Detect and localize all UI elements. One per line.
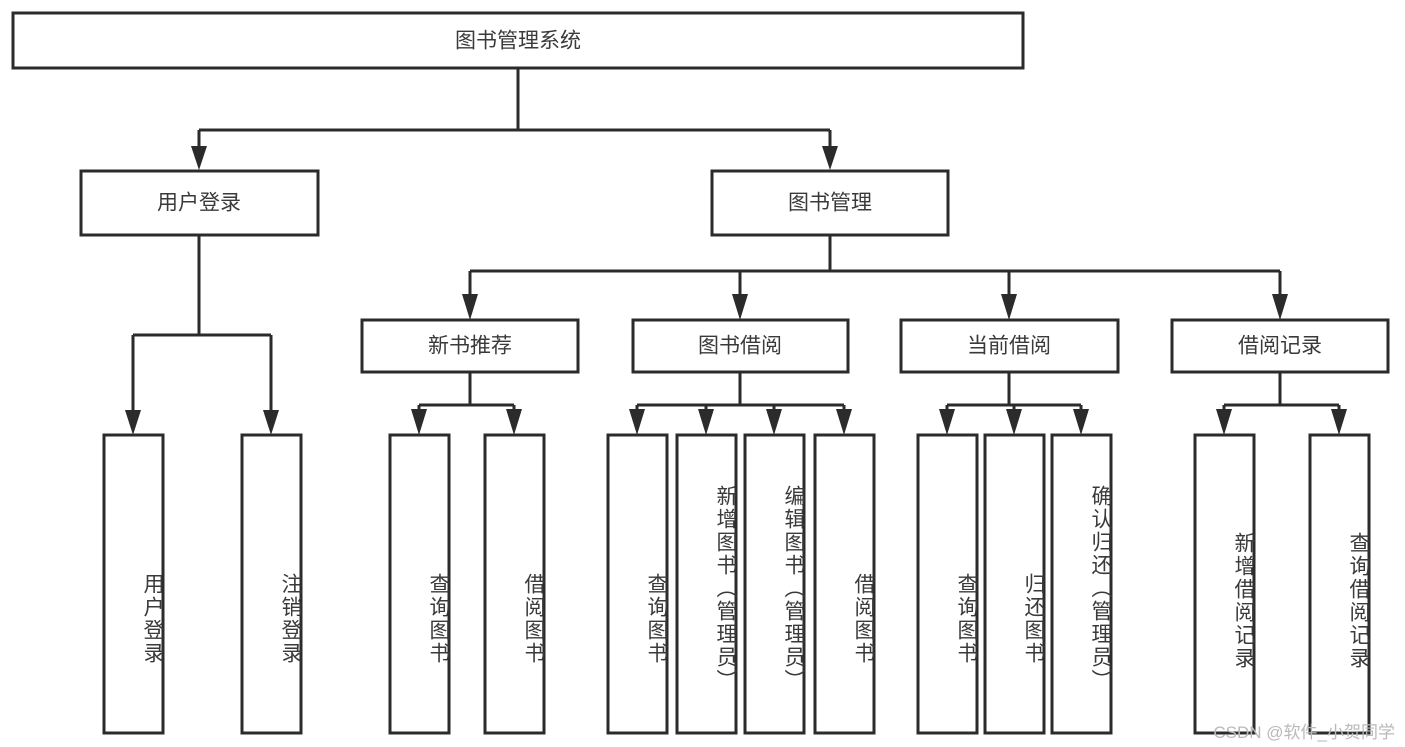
node-borrow-record-box[interactable] xyxy=(1170,318,1390,374)
arrow-head-icon xyxy=(1331,409,1347,435)
arrow-head-icon xyxy=(1272,294,1288,320)
node-root-box[interactable] xyxy=(11,11,1025,70)
arrow-head-icon xyxy=(1006,409,1022,435)
node-new-book-recommend-box[interactable] xyxy=(360,318,580,374)
node-book-borrow-box[interactable] xyxy=(631,318,850,374)
leaf-box-borrow-book-newbook[interactable] xyxy=(483,433,546,735)
leaf-box-return-book[interactable] xyxy=(983,433,1046,735)
leaf-box-user-login[interactable] xyxy=(102,433,165,735)
leaf-box-edit-book-admin[interactable] xyxy=(743,433,806,735)
node-user-login-label: 用户登录 xyxy=(157,192,241,215)
node-user-login-box[interactable] xyxy=(79,169,320,237)
node-root-label: 图书管理系统 xyxy=(455,30,581,53)
arrow-head-icon xyxy=(766,409,782,435)
arrow-head-icon xyxy=(191,146,207,170)
node-book-management-label: 图书管理 xyxy=(788,192,872,215)
arrow-head-icon xyxy=(732,294,748,320)
arrow-head-icon xyxy=(462,294,478,320)
leaf-box-query-borrow-record[interactable] xyxy=(1308,433,1371,735)
watermark-text: CSDN @软件_小贺同学 xyxy=(1213,723,1395,742)
arrow-head-icon xyxy=(698,409,714,435)
node-book-management-box[interactable] xyxy=(710,169,950,237)
node-book-borrow[interactable]: 图书借阅 xyxy=(631,318,850,374)
arrow-head-icon xyxy=(1216,409,1232,435)
node-current-borrow-label: 当前借阅 xyxy=(967,335,1051,358)
node-root[interactable]: 图书管理系统 xyxy=(11,11,1025,70)
leaf-box-query-book-borrow[interactable] xyxy=(606,433,669,735)
node-user-login[interactable]: 用户登录 xyxy=(79,169,320,237)
node-borrow-record-label: 借阅记录 xyxy=(1238,335,1322,358)
leaf-box-confirm-return-admin[interactable] xyxy=(1050,433,1113,735)
connector-layer xyxy=(125,68,1347,435)
arrow-head-icon xyxy=(411,409,427,435)
arrow-head-icon xyxy=(1073,409,1089,435)
node-book-management[interactable]: 图书管理 xyxy=(710,169,950,237)
leaf-box-add-borrow-record[interactable] xyxy=(1193,433,1256,735)
arrow-head-icon xyxy=(939,409,955,435)
leaf-box-user-logout[interactable] xyxy=(240,433,303,735)
node-layer: 图书管理系统 用户登录 图书管理 新书推荐 图书借阅 当前 xyxy=(11,11,1390,735)
leaf-box-add-book-admin[interactable] xyxy=(675,433,738,735)
arrow-head-icon xyxy=(822,146,838,170)
arrow-head-icon xyxy=(836,409,852,435)
node-new-book-recommend-label: 新书推荐 xyxy=(428,335,512,358)
node-borrow-record[interactable]: 借阅记录 xyxy=(1170,318,1390,374)
node-current-borrow-box[interactable] xyxy=(899,318,1120,374)
arrow-head-icon xyxy=(125,410,141,435)
leaf-box-query-book-newbook[interactable] xyxy=(388,433,451,735)
arrow-head-icon xyxy=(506,409,522,435)
arrow-head-icon xyxy=(629,409,645,435)
leaf-box-borrow-book[interactable] xyxy=(813,433,876,735)
arrow-head-icon xyxy=(1001,294,1017,320)
node-new-book-recommend[interactable]: 新书推荐 xyxy=(360,318,580,374)
leaf-box-query-book-current[interactable] xyxy=(916,433,979,735)
node-current-borrow[interactable]: 当前借阅 xyxy=(899,318,1120,374)
node-book-borrow-label: 图书借阅 xyxy=(698,335,782,358)
arrow-head-icon xyxy=(263,410,279,435)
